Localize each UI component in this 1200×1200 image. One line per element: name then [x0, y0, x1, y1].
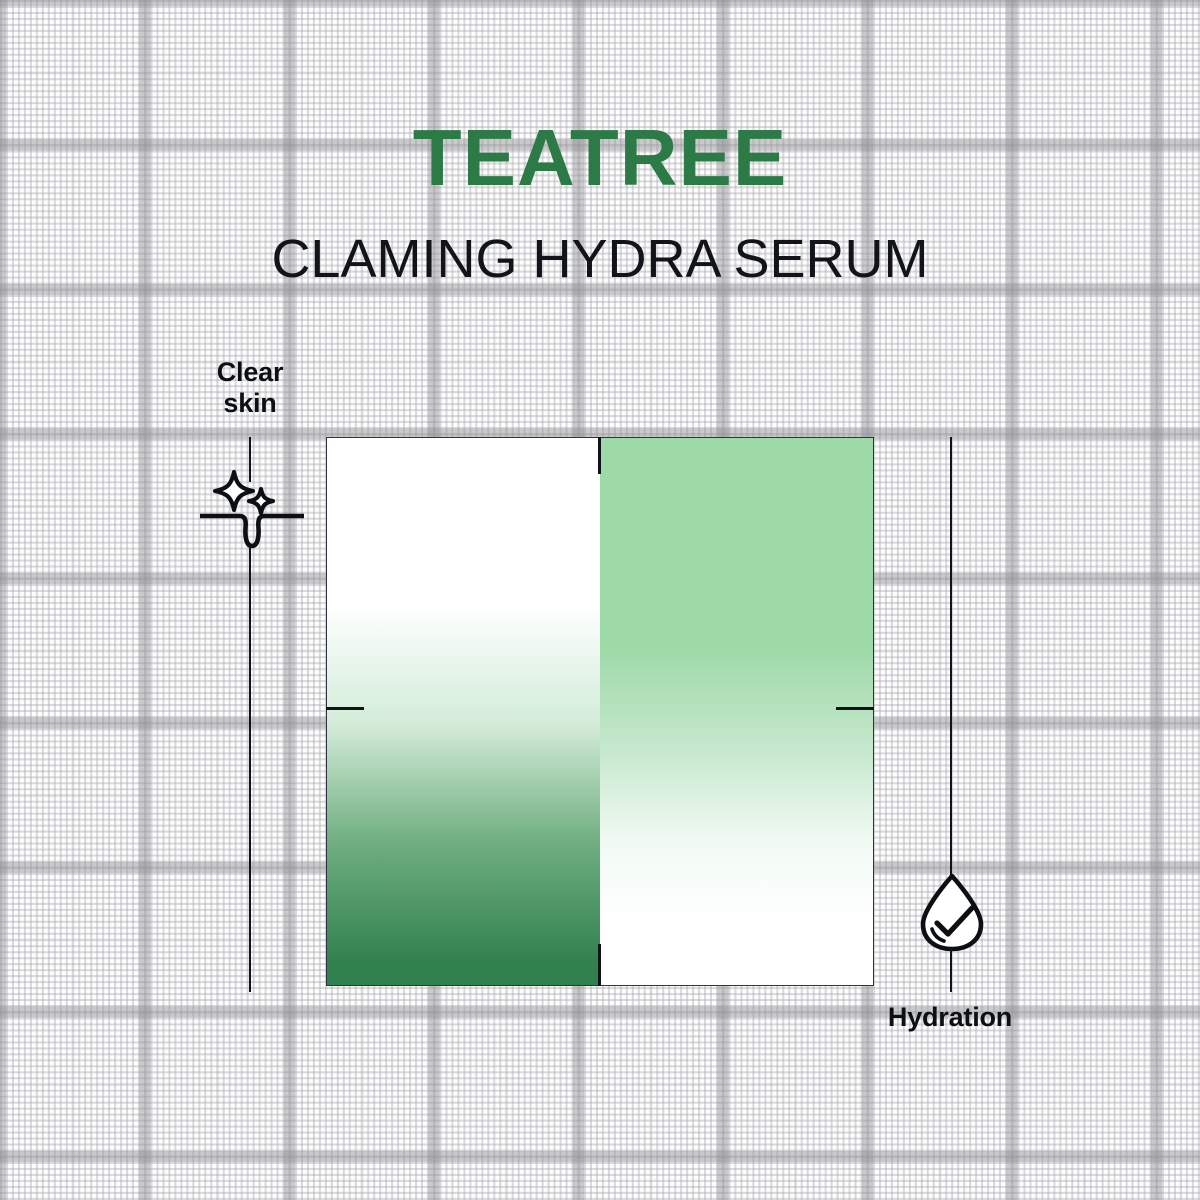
gradient-chart	[326, 437, 874, 986]
left-axis-lower-segment	[249, 545, 252, 992]
axis-label-clear-skin-line2: skin	[223, 388, 277, 419]
chart-tick-right-middle	[836, 707, 874, 710]
axis-label-clear-skin: Clear skin	[170, 357, 330, 420]
chart-tick-left-middle	[326, 707, 364, 710]
chart-quadrant-right	[600, 438, 873, 985]
left-axis-upper-segment	[249, 437, 252, 482]
right-axis-lower-segment	[950, 948, 953, 992]
axis-label-clear-skin-line1: Clear	[216, 357, 284, 387]
chart-tick-bottom-center	[598, 944, 601, 986]
product-subtitle: CLAMING HYDRA SERUM	[271, 229, 929, 289]
page-title: TEATREE	[412, 113, 788, 202]
header-block: TEATREE	[0, 118, 1200, 198]
right-axis-upper-segment	[950, 437, 953, 878]
chart-tick-top-center	[598, 437, 601, 474]
axis-label-hydration: Hydration	[887, 1002, 1013, 1032]
chart-quadrant-left	[327, 438, 600, 985]
pore-sparkle-icon	[197, 466, 307, 554]
water-drop-check-icon	[915, 872, 989, 952]
